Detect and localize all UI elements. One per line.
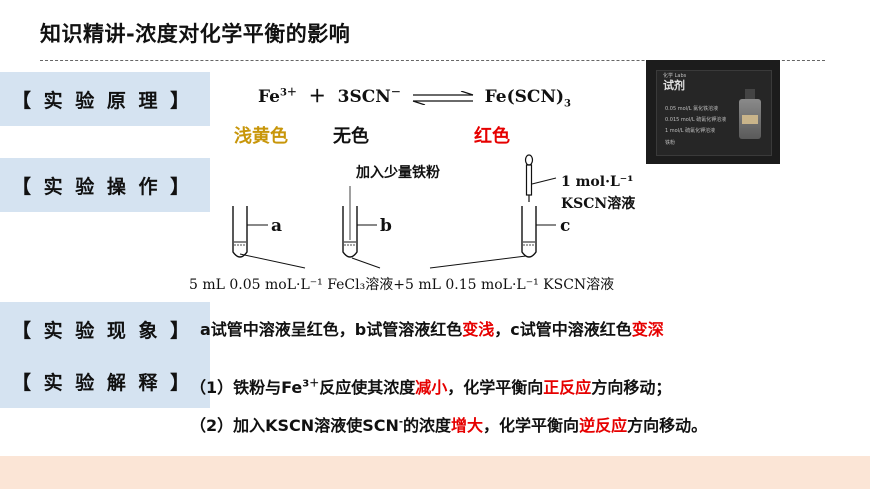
page-title: 知识精讲-浓度对化学平衡的影响 <box>40 22 351 46</box>
tube-label-a: a <box>271 216 283 236</box>
dropper-concentration-label: 1 mol·L⁻¹ <box>561 174 634 190</box>
test-tube-c-icon <box>521 206 556 258</box>
explanation-line-1: （1）铁粉与Fe3＋反应使其浓度减小，化学平衡向正反应方向移动； <box>190 378 672 397</box>
equilibrium-arrow-icon <box>412 89 473 106</box>
title-divider <box>40 60 825 61</box>
dropper-solution-label: KSCN溶液 <box>561 196 636 212</box>
section-label-principle: 【 实 验 原 理 】 <box>0 72 210 126</box>
reagent-photo: 化学 Labs 试剂 0.05 mol/L 氯化铁溶液 0.015 mol/L … <box>646 60 780 164</box>
footer-band <box>0 456 870 489</box>
section-label-phenomenon: 【 实 验 现 象 】 <box>0 302 210 356</box>
apparatus-caption: 5 mL 0.05 moL·L⁻¹ FeCl₃溶液+5 mL 0.15 moL·… <box>189 277 615 293</box>
color-light-yellow: 浅黄色 <box>234 126 288 147</box>
reaction-equation: Fe3＋ ＋ 3SCN－ Fe(SCN)3 <box>258 87 572 110</box>
phenomenon-text: a试管中溶液呈红色，b试管溶液红色变浅，c试管中溶液红色变深 <box>200 320 664 339</box>
test-tube-b-icon <box>342 186 377 258</box>
dropper-icon <box>524 154 557 202</box>
section-label-explanation: 【 实 验 解 释 】 <box>0 354 210 408</box>
section-label-operation: 【 实 验 操 作 】 <box>0 158 210 212</box>
color-colorless: 无色 <box>333 126 369 147</box>
explanation-line-2: （2）加入KSCN溶液使SCN-的浓度增大，化学平衡向逆反应方向移动。 <box>190 416 708 435</box>
apparatus-diagram <box>232 154 557 269</box>
test-tube-a-icon <box>232 206 268 258</box>
iron-powder-label: 加入少量铁粉 <box>356 165 440 181</box>
tube-label-b: b <box>380 216 392 236</box>
tube-label-c: c <box>560 216 571 236</box>
color-red: 红色 <box>474 126 510 147</box>
